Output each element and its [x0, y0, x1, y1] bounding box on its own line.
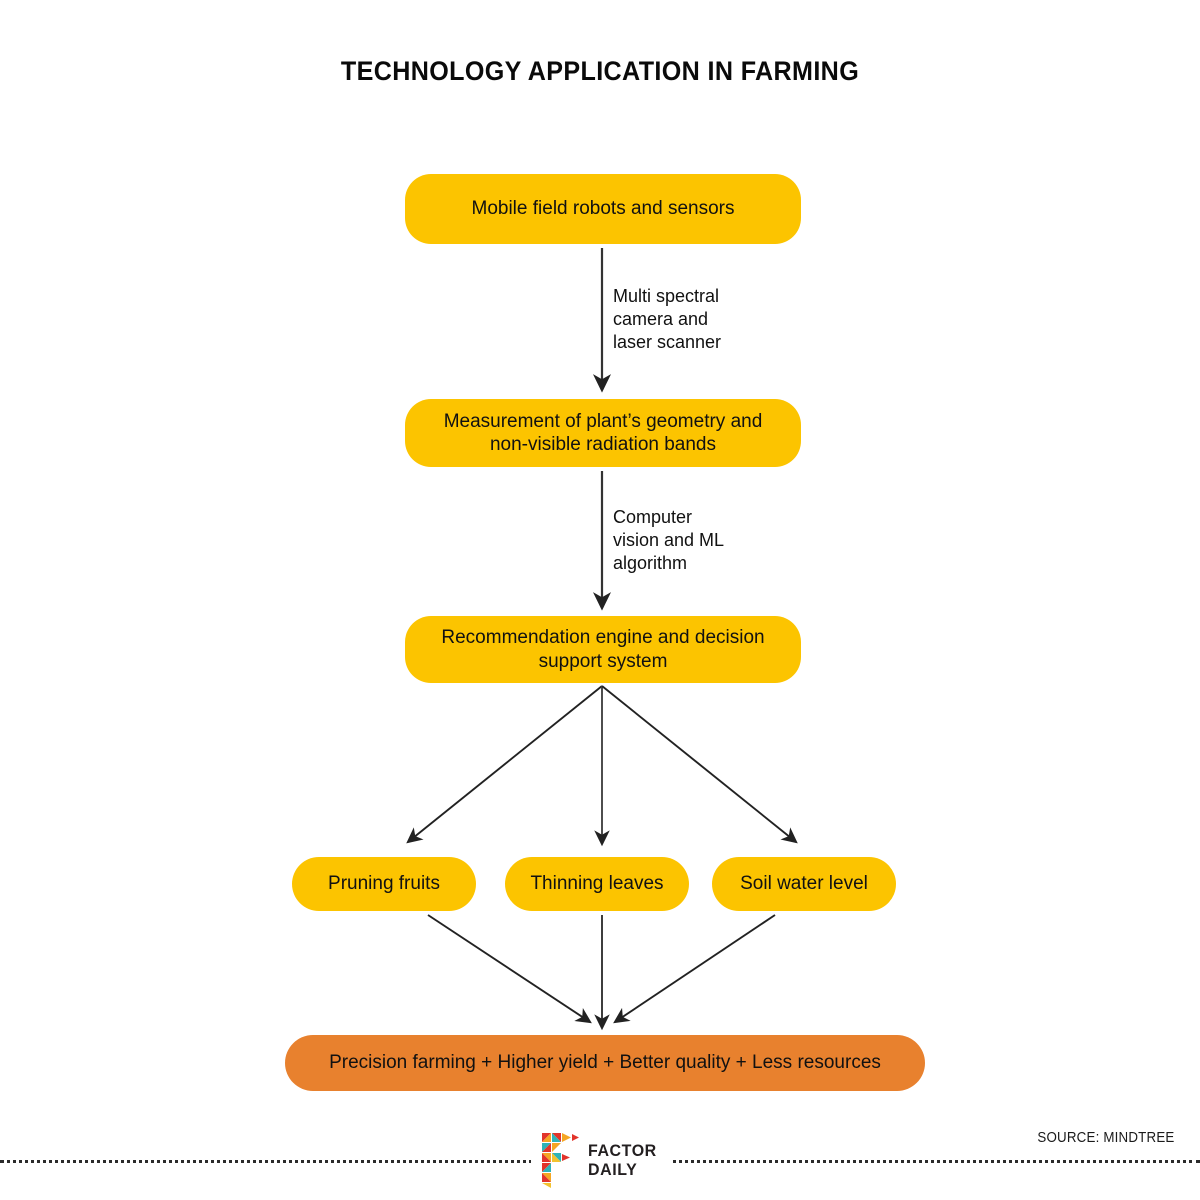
logo-line-daily: DAILY	[588, 1160, 638, 1179]
flow-node-recommendation-engine[interactable]: Recommendation engine and decision suppo…	[405, 616, 801, 683]
factordaily-wordmark: FACTOR DAILY	[588, 1142, 661, 1178]
flow-diagram: Mobile field robots and sensors Multi sp…	[285, 174, 925, 1091]
flow-arrows	[406, 248, 798, 1031]
edge-label-multi-spectral-camera: Multi spectral camera and laser scanner	[613, 286, 722, 353]
flow-node-thinning-leaves[interactable]: Thinning leaves	[505, 857, 689, 911]
edge-label-computer-vision-ml: Computer vision and ML algorithm	[613, 507, 725, 574]
page-title: TECHNOLOGY APPLICATION IN FARMING	[340, 56, 860, 86]
flow-node-mobile-field-robots[interactable]: Mobile field robots and sensors	[405, 174, 801, 244]
flow-node-pruning-fruits[interactable]: Pruning fruits	[292, 857, 476, 911]
source-credit: SOURCE: MINDTREE	[1028, 1128, 1180, 1148]
flow-node-outcomes[interactable]: Precision farming + Higher yield + Bette…	[285, 1035, 925, 1091]
logo-line-factor: FACTOR	[588, 1141, 657, 1160]
flow-node-plant-measurement[interactable]: Measurement of plant’s geometry and non-…	[405, 399, 801, 467]
factordaily-f-mark	[542, 1133, 579, 1188]
footer: FACTOR DAILY SOURCE: MINDTREE	[0, 1120, 1200, 1200]
flow-node-soil-water-level[interactable]: Soil water level	[712, 857, 896, 911]
factordaily-logo[interactable]: FACTOR DAILY	[531, 1125, 671, 1195]
